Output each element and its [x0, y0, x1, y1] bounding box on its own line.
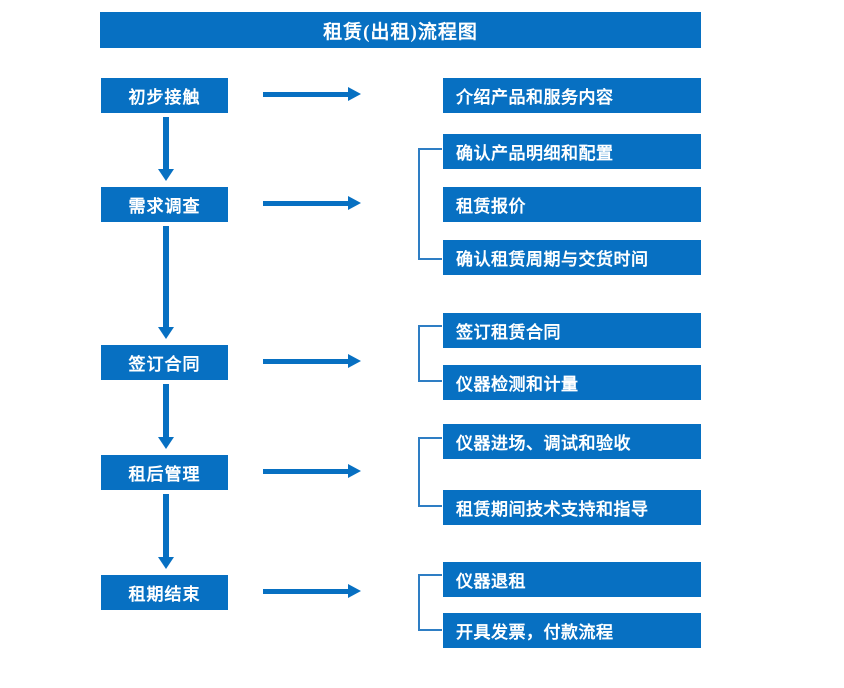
arrow-head [158, 437, 174, 449]
detail-node-3-2[interactable]: 仪器检测和计量 [443, 365, 701, 400]
group-bracket-3 [418, 325, 442, 382]
arrow-shaft [263, 589, 351, 594]
detail-node-1-1[interactable]: 介绍产品和服务内容 [443, 78, 701, 113]
arrow-head [348, 354, 361, 368]
stage-node-3[interactable]: 签订合同 [101, 345, 228, 380]
group-bracket-4 [418, 437, 442, 507]
stage-node-4[interactable]: 租后管理 [101, 455, 228, 490]
arrow-shaft [163, 384, 169, 438]
detail-node-5-1[interactable]: 仪器退租 [443, 562, 701, 597]
page-title: 租赁(出租)流程图 [100, 12, 701, 48]
stage-node-5[interactable]: 租期结束 [101, 575, 228, 610]
arrow-head [348, 464, 361, 478]
arrow-shaft [263, 201, 351, 206]
stage-node-1[interactable]: 初步接触 [101, 78, 228, 113]
arrow-head [348, 196, 361, 210]
arrow-shaft [263, 92, 351, 97]
down-arrow-icon-1 [158, 117, 174, 181]
group-bracket-2 [418, 148, 442, 260]
detail-node-2-3[interactable]: 确认租赁周期与交货时间 [443, 240, 701, 275]
arrow-head [158, 169, 174, 181]
down-arrow-icon-2 [158, 226, 174, 339]
arrow-head [158, 327, 174, 339]
detail-node-2-2[interactable]: 租赁报价 [443, 187, 701, 222]
detail-node-2-1[interactable]: 确认产品明细和配置 [443, 134, 701, 169]
arrow-shaft [163, 226, 169, 328]
right-arrow-icon-3 [263, 353, 363, 369]
right-arrow-icon-5 [263, 583, 363, 599]
right-arrow-icon-4 [263, 463, 363, 479]
right-arrow-icon-2 [263, 195, 363, 211]
arrow-head [158, 557, 174, 569]
stage-node-2[interactable]: 需求调查 [101, 187, 228, 222]
arrow-shaft [263, 469, 351, 474]
arrow-head [348, 584, 361, 598]
detail-node-4-2[interactable]: 租赁期间技术支持和指导 [443, 490, 701, 525]
right-arrow-icon-1 [263, 86, 363, 102]
detail-node-4-1[interactable]: 仪器进场、调试和验收 [443, 424, 701, 459]
arrow-shaft [163, 117, 169, 170]
detail-node-5-2[interactable]: 开具发票，付款流程 [443, 613, 701, 648]
group-bracket-5 [418, 574, 442, 631]
arrow-head [348, 87, 361, 101]
down-arrow-icon-3 [158, 384, 174, 449]
detail-node-3-1[interactable]: 签订租赁合同 [443, 313, 701, 348]
arrow-shaft [163, 494, 169, 558]
down-arrow-icon-4 [158, 494, 174, 569]
arrow-shaft [263, 359, 351, 364]
